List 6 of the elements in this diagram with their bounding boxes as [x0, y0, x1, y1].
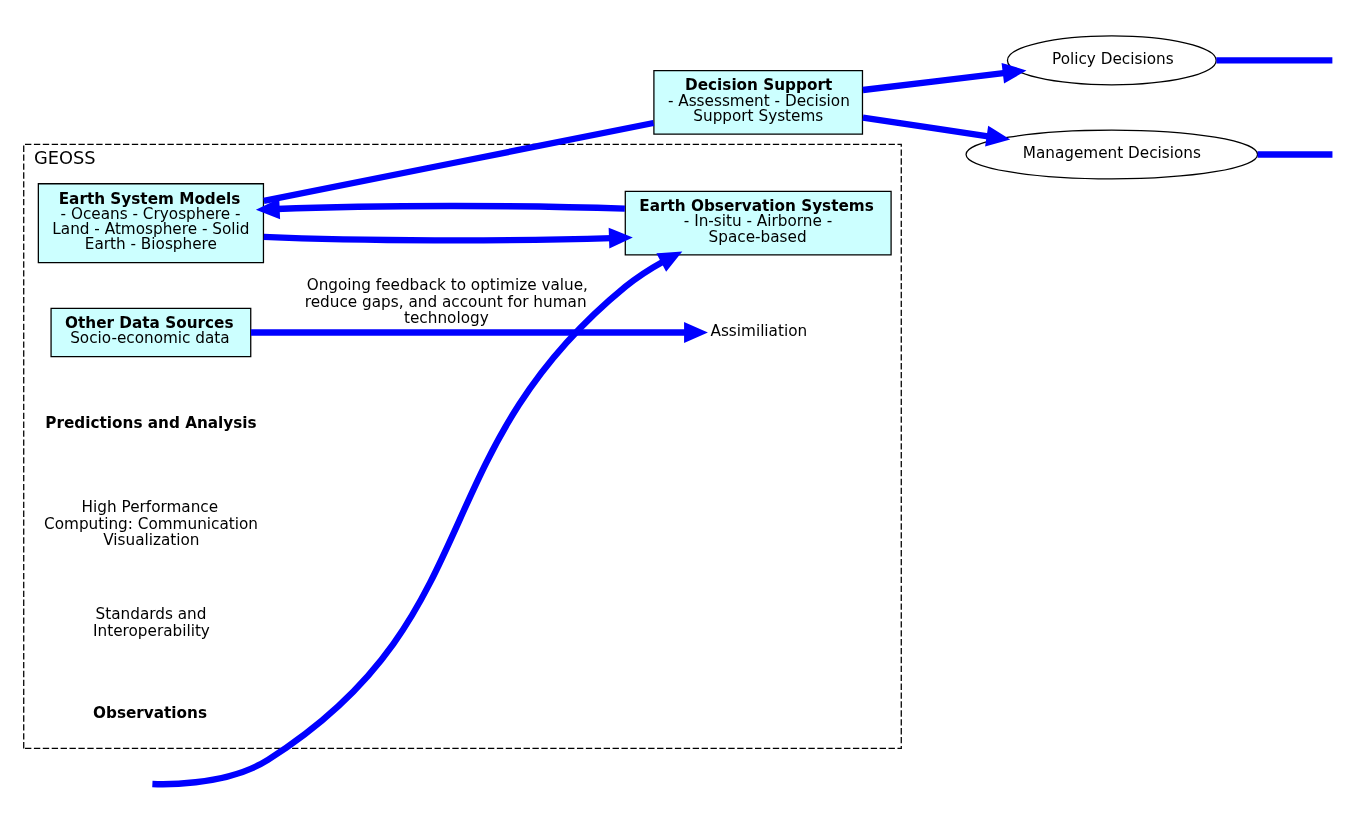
label: High Performance Computing: Communication Visualization	[44, 498, 259, 550]
label: Predictions and Analysis	[45, 414, 257, 433]
label: Standards and Interoperability	[93, 605, 210, 640]
node-text: Assimiliation	[710, 322, 808, 341]
label: Observations	[93, 704, 208, 723]
edge-label: Ongoing feedback to optimize value, reduce gaps, and account for human technology	[304, 276, 588, 328]
